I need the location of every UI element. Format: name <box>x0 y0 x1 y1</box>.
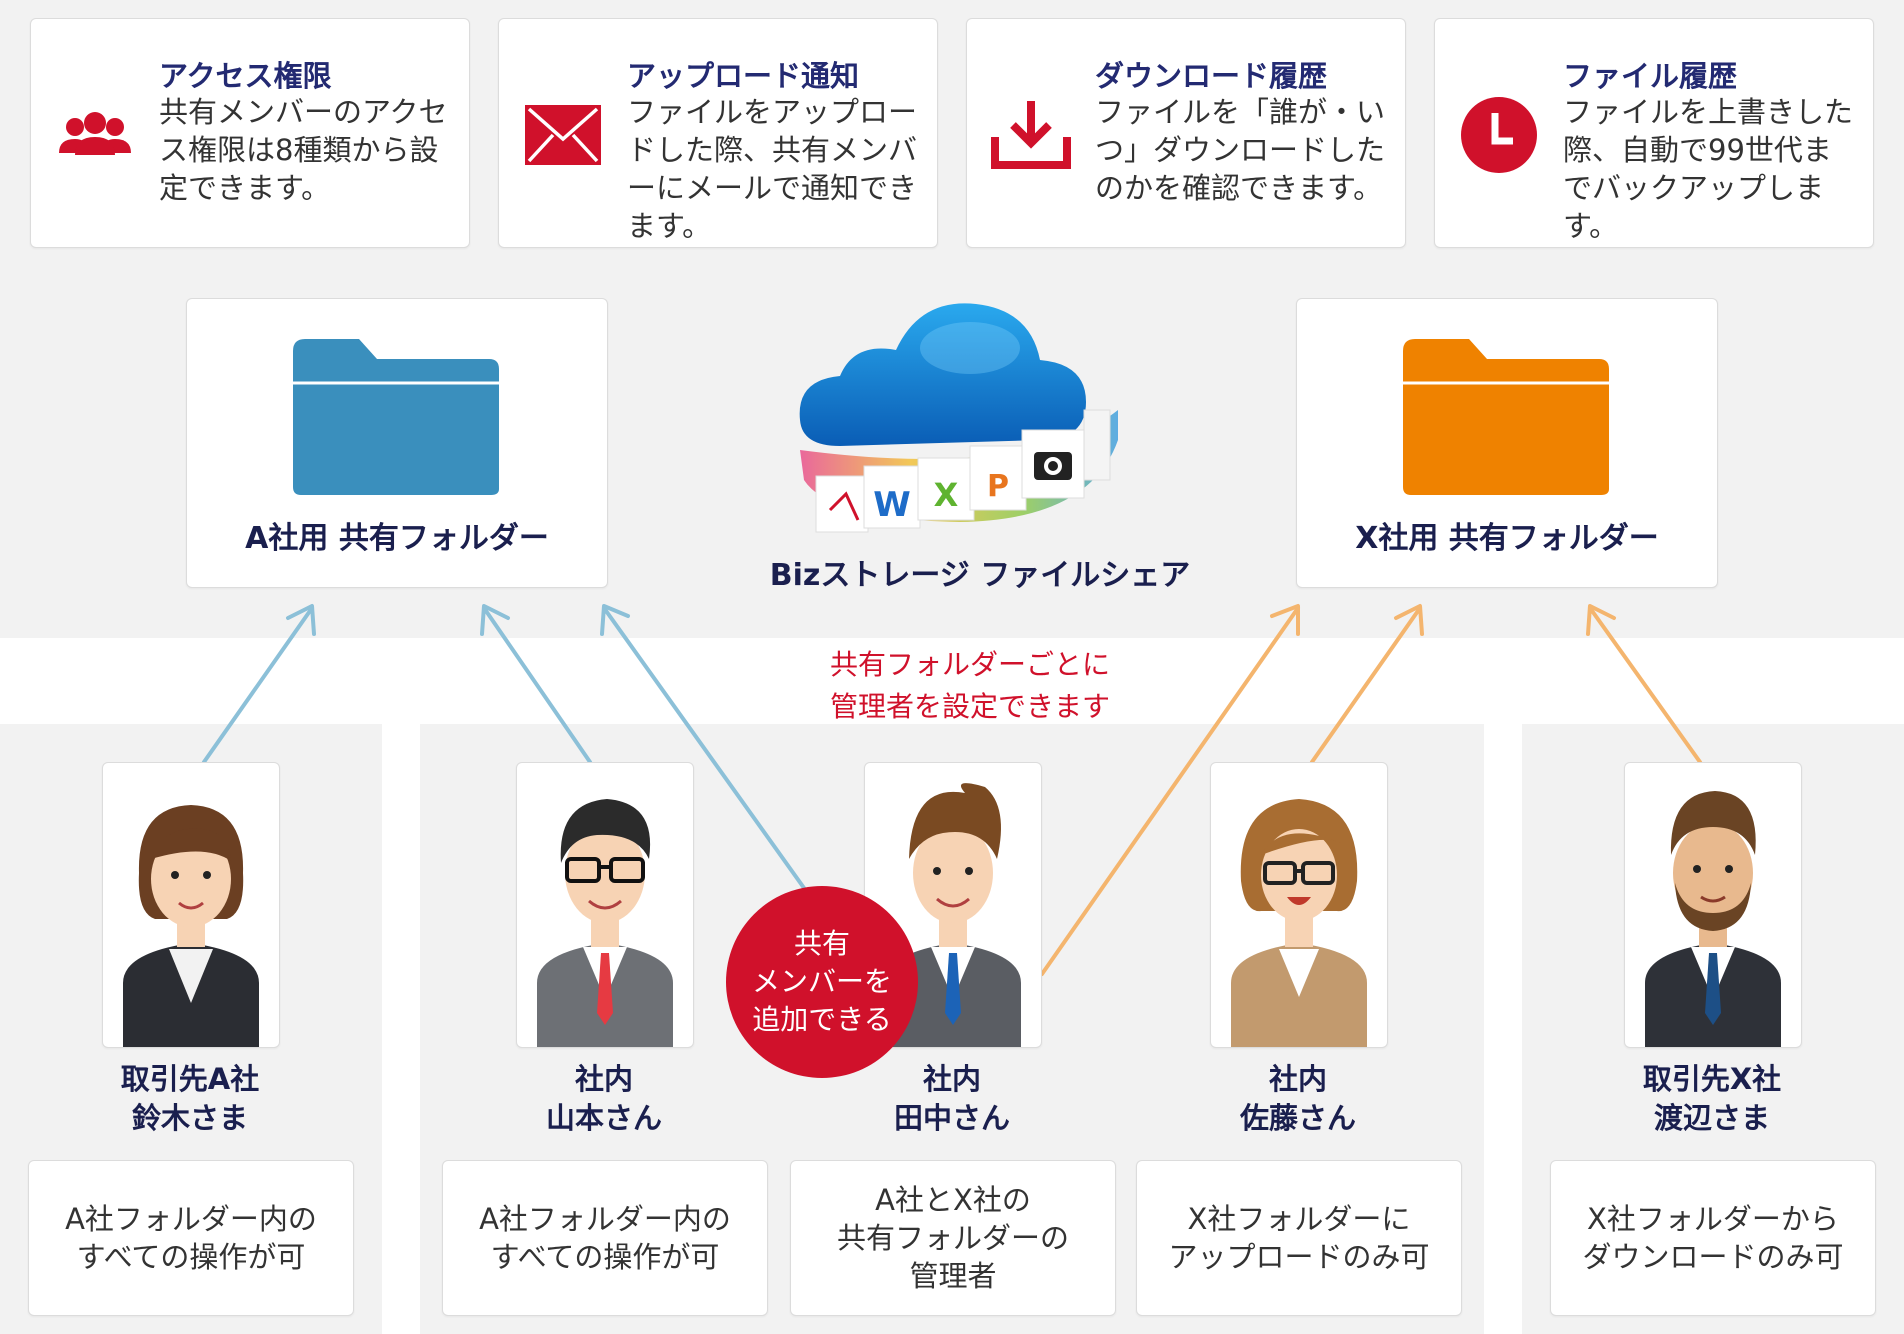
bearded-man-avatar-icon <box>1645 791 1781 1047</box>
badge-line: メンバーを <box>751 965 892 998</box>
folder-card-a: A社用 共有フォルダー <box>186 298 608 588</box>
person-name: 渡辺さま <box>1653 1101 1770 1135</box>
feature-description: ファイルを上書きした際、自動で99世代までバックアップします。 <box>1563 95 1854 243</box>
admin-note-line: 共有フォルダーごとに <box>829 648 1110 681</box>
folder-icon <box>1403 339 1609 495</box>
arrow-tanaka-to-a <box>600 604 806 890</box>
clock-icon <box>1461 97 1537 173</box>
feature-title: アクセス権限 <box>159 59 332 93</box>
add-member-badge: 共有 メンバーを 追加できる <box>726 886 918 1078</box>
arrow-yamamoto-to-a <box>480 604 592 764</box>
cloud-illustration: W X P <box>799 303 1118 533</box>
permission-card-yamamoto: A社フォルダー内の すべての操作が可 <box>442 1160 768 1316</box>
permission-text: X社フォルダーに アップロードのみ可 <box>1145 1161 1453 1315</box>
person-affiliation: 取引先X社 <box>1642 1062 1782 1096</box>
person-name: 佐藤さん <box>1239 1101 1356 1135</box>
folder-card-x: X社用 共有フォルダー <box>1296 298 1718 588</box>
permission-line: すべての操作が可 <box>76 1240 306 1274</box>
word-file-letter: W <box>873 485 911 525</box>
person-name-sato: 社内 佐藤さん <box>1168 1060 1428 1138</box>
badge-line: 追加できる <box>752 1003 892 1036</box>
permission-line: すべての操作が可 <box>490 1240 720 1274</box>
person-photo-suzuki <box>102 762 280 1048</box>
permission-card-watanabe: X社フォルダーから ダウンロードのみ可 <box>1550 1160 1876 1316</box>
person-name: 山本さん <box>545 1101 662 1135</box>
excel-file-letter: X <box>934 476 959 514</box>
permission-line: A社フォルダー内の <box>479 1202 731 1236</box>
person-affiliation: 取引先A社 <box>120 1062 260 1096</box>
feature-download-history: ダウンロード履歴 ファイルを「誰が・いつ」ダウンロードしたのかを確認できます。 <box>966 18 1406 248</box>
download-icon <box>991 101 1071 169</box>
woman-avatar-icon <box>123 805 259 1047</box>
person-photo-watanabe <box>1624 762 1802 1048</box>
permission-text: X社フォルダーから ダウンロードのみ可 <box>1559 1161 1867 1315</box>
feature-description: ファイルをアップロードした際、共有メンバーにメールで通知できます。 <box>627 95 918 243</box>
feature-title: ダウンロード履歴 <box>1095 59 1328 93</box>
permission-line: アップロードのみ可 <box>1168 1240 1430 1274</box>
woman-glasses-avatar-icon <box>1231 799 1367 1047</box>
folder-label-x: X社用 共有フォルダー <box>1355 521 1659 556</box>
arrow-watanabe-to-x <box>1586 604 1702 764</box>
person-name-tanaka: 社内 田中さん <box>822 1060 1082 1138</box>
permission-text: A社とX社の 共有フォルダーの 管理者 <box>799 1161 1107 1315</box>
envelope-icon <box>525 105 601 165</box>
powerpoint-file-letter: P <box>987 469 1009 504</box>
arrow-tanaka-to-x <box>1040 604 1300 976</box>
man-avatar-icon <box>885 783 1021 1047</box>
permission-line: X社フォルダーから <box>1587 1202 1839 1236</box>
arrow-sato-to-x <box>1310 604 1424 764</box>
person-photo-yamamoto <box>516 762 694 1048</box>
feature-description: ファイルを「誰が・いつ」ダウンロードしたのかを確認できます。 <box>1095 95 1386 205</box>
feature-description: 共有メンバーのアクセス権限は8種類から設定できます。 <box>159 95 448 205</box>
folder-label-a: A社用 共有フォルダー <box>245 521 549 556</box>
permission-line: X社フォルダーに <box>1187 1202 1411 1236</box>
person-name-yamamoto: 社内 山本さん <box>474 1060 734 1138</box>
permission-line: 共有フォルダーの <box>836 1221 1069 1255</box>
people-icon <box>59 112 131 155</box>
admin-note: 共有フォルダーごとに 管理者を設定できます <box>760 644 1180 728</box>
feature-title: アップロード通知 <box>627 59 860 93</box>
permission-card-suzuki: A社フォルダー内の すべての操作が可 <box>28 1160 354 1316</box>
folder-icon <box>293 339 499 495</box>
permission-line: A社とX社の <box>875 1183 1031 1217</box>
permission-card-sato: X社フォルダーに アップロードのみ可 <box>1136 1160 1462 1316</box>
admin-note-line: 管理者を設定できます <box>829 690 1110 723</box>
permission-text: A社フォルダー内の すべての操作が可 <box>37 1161 345 1315</box>
arrow-suzuki-to-a <box>202 604 316 764</box>
permission-line: A社フォルダー内の <box>65 1202 317 1236</box>
feature-access-rights: アクセス権限 共有メンバーのアクセス権限は8種類から設定できます。 <box>30 18 470 248</box>
person-name-watanabe: 取引先X社 渡辺さま <box>1582 1060 1842 1138</box>
feature-upload-notice: アップロード通知 ファイルをアップロードした際、共有メンバーにメールで通知できま… <box>498 18 938 248</box>
man-glasses-avatar-icon <box>537 799 673 1047</box>
person-affiliation: 社内 <box>922 1062 981 1096</box>
permission-line: ダウンロードのみ可 <box>1582 1240 1844 1274</box>
person-affiliation: 社内 <box>1268 1062 1327 1096</box>
permission-card-tanaka: A社とX社の 共有フォルダーの 管理者 <box>790 1160 1116 1316</box>
person-name: 鈴木さま <box>131 1101 248 1135</box>
person-affiliation: 社内 <box>574 1062 633 1096</box>
badge-line: 共有 <box>793 927 850 960</box>
permission-line: 管理者 <box>909 1259 997 1293</box>
cloud-service-name: Bizストレージ ファイルシェア <box>769 558 1191 593</box>
feature-file-history: ファイル履歴 ファイルを上書きした際、自動で99世代までバックアップします。 <box>1434 18 1874 248</box>
person-photo-sato <box>1210 762 1388 1048</box>
person-name: 田中さん <box>893 1101 1010 1135</box>
feature-title: ファイル履歴 <box>1563 59 1738 93</box>
person-name-suzuki: 取引先A社 鈴木さま <box>60 1060 320 1138</box>
permission-text: A社フォルダー内の すべての操作が可 <box>451 1161 759 1315</box>
